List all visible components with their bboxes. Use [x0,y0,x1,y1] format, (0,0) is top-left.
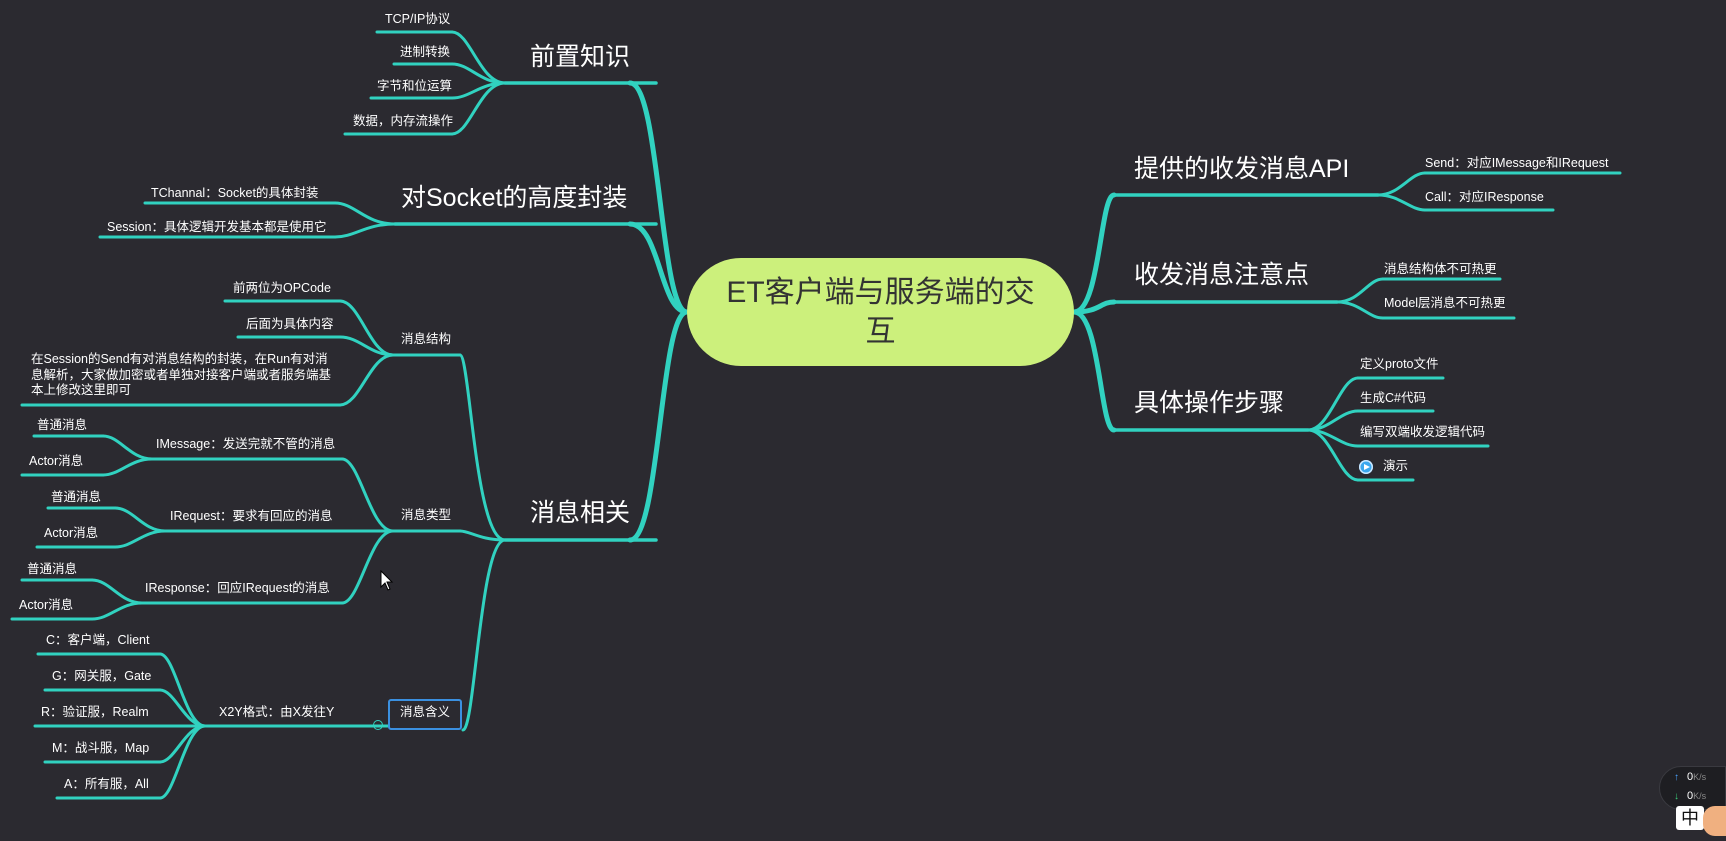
node-tcpip[interactable]: TCP/IP协议 [385,12,451,26]
node-model-no-hotfix[interactable]: Model层消息不可热更 [1384,296,1506,310]
node-gate[interactable]: G：网关服，Gate [52,669,152,683]
node-session[interactable]: Session：具体逻辑开发基本都是使用它 [107,220,327,234]
node-imessage[interactable]: IMessage：发送完就不管的消息 [156,437,336,451]
node-tchannal[interactable]: TChannal：Socket的具体封装 [151,186,319,200]
branch-message[interactable]: 消息相关 [530,499,631,527]
node-define-proto[interactable]: 定义proto文件 [1360,357,1439,371]
node-realm[interactable]: R：验证服，Realm [41,705,149,719]
selection-highlight [388,699,462,730]
node-generate-code[interactable]: 生成C#代码 [1360,391,1426,405]
node-map[interactable]: M：战斗服，Map [52,741,150,755]
node-struct-no-hotfix[interactable]: 消息结构体不可热更 [1384,262,1497,276]
download-speed: 0 [1687,790,1694,802]
upload-arrow-icon: ↑ [1674,771,1679,783]
branch-steps[interactable]: 具体操作步骤 [1134,389,1285,417]
mouse-cursor-icon [380,570,394,591]
node-imessage-normal[interactable]: 普通消息 [37,418,88,432]
node-iresponse[interactable]: IResponse：回应IRequest的消息 [145,581,330,595]
node-client[interactable]: C：客户端，Client [46,633,150,647]
play-icon[interactable] [1359,460,1373,474]
network-speed-widget: ↑ 0K/s ↓ 0K/s [1659,766,1726,810]
download-speed-unit: K/s [1693,791,1707,801]
node-opcode[interactable]: 前两位为OPCode [233,281,331,295]
node-message-types[interactable]: 消息类型 [401,508,452,522]
download-arrow-icon: ↓ [1674,790,1679,802]
node-x2y-format[interactable]: X2Y格式：由X发往Y [219,705,335,719]
node-base-conversion[interactable]: 进制转换 [400,45,451,59]
node-send[interactable]: Send：对应IMessage和IRequest [1425,156,1609,170]
node-content[interactable]: 后面为具体内容 [246,317,334,331]
upload-speed-unit: K/s [1693,772,1707,782]
node-imessage-actor[interactable]: Actor消息 [29,454,84,468]
assistant-avatar[interactable] [1703,806,1726,836]
branch-prior-knowledge[interactable]: 前置知识 [530,43,631,71]
node-memory-stream[interactable]: 数据，内存流操作 [353,114,454,128]
node-demo[interactable]: 演示 [1383,459,1409,473]
node-irequest-actor[interactable]: Actor消息 [44,526,99,540]
upload-speed: 0 [1687,771,1694,783]
node-iresponse-normal[interactable]: 普通消息 [27,562,78,576]
node-message-structure[interactable]: 消息结构 [401,332,452,346]
node-call[interactable]: Call：对应IResponse [1425,190,1544,204]
center-topic[interactable]: ET客户端与服务端的交互 [687,258,1074,366]
node-write-logic[interactable]: 编写双端收发逻辑代码 [1360,425,1486,439]
branch-api[interactable]: 提供的收发消息API [1134,155,1350,183]
node-message-meaning[interactable]: 消息含义 [400,705,451,719]
branch-notes[interactable]: 收发消息注意点 [1134,261,1310,289]
node-bit-operations[interactable]: 字节和位运算 [377,79,453,93]
ime-indicator[interactable]: 中 [1676,806,1704,830]
branch-socket-wrapper[interactable]: 对Socket的高度封装 [401,184,628,212]
node-session-send-note[interactable]: 在Session的Send有对消息结构的封装，在Run有对消息解析，大家做加密或… [31,352,332,398]
node-iresponse-actor[interactable]: Actor消息 [19,598,74,612]
node-all[interactable]: A：所有服，All [64,777,149,791]
node-irequest[interactable]: IRequest：要求有回应的消息 [170,509,333,523]
collapse-toggle-icon[interactable] [373,720,383,730]
node-irequest-normal[interactable]: 普通消息 [51,490,102,504]
